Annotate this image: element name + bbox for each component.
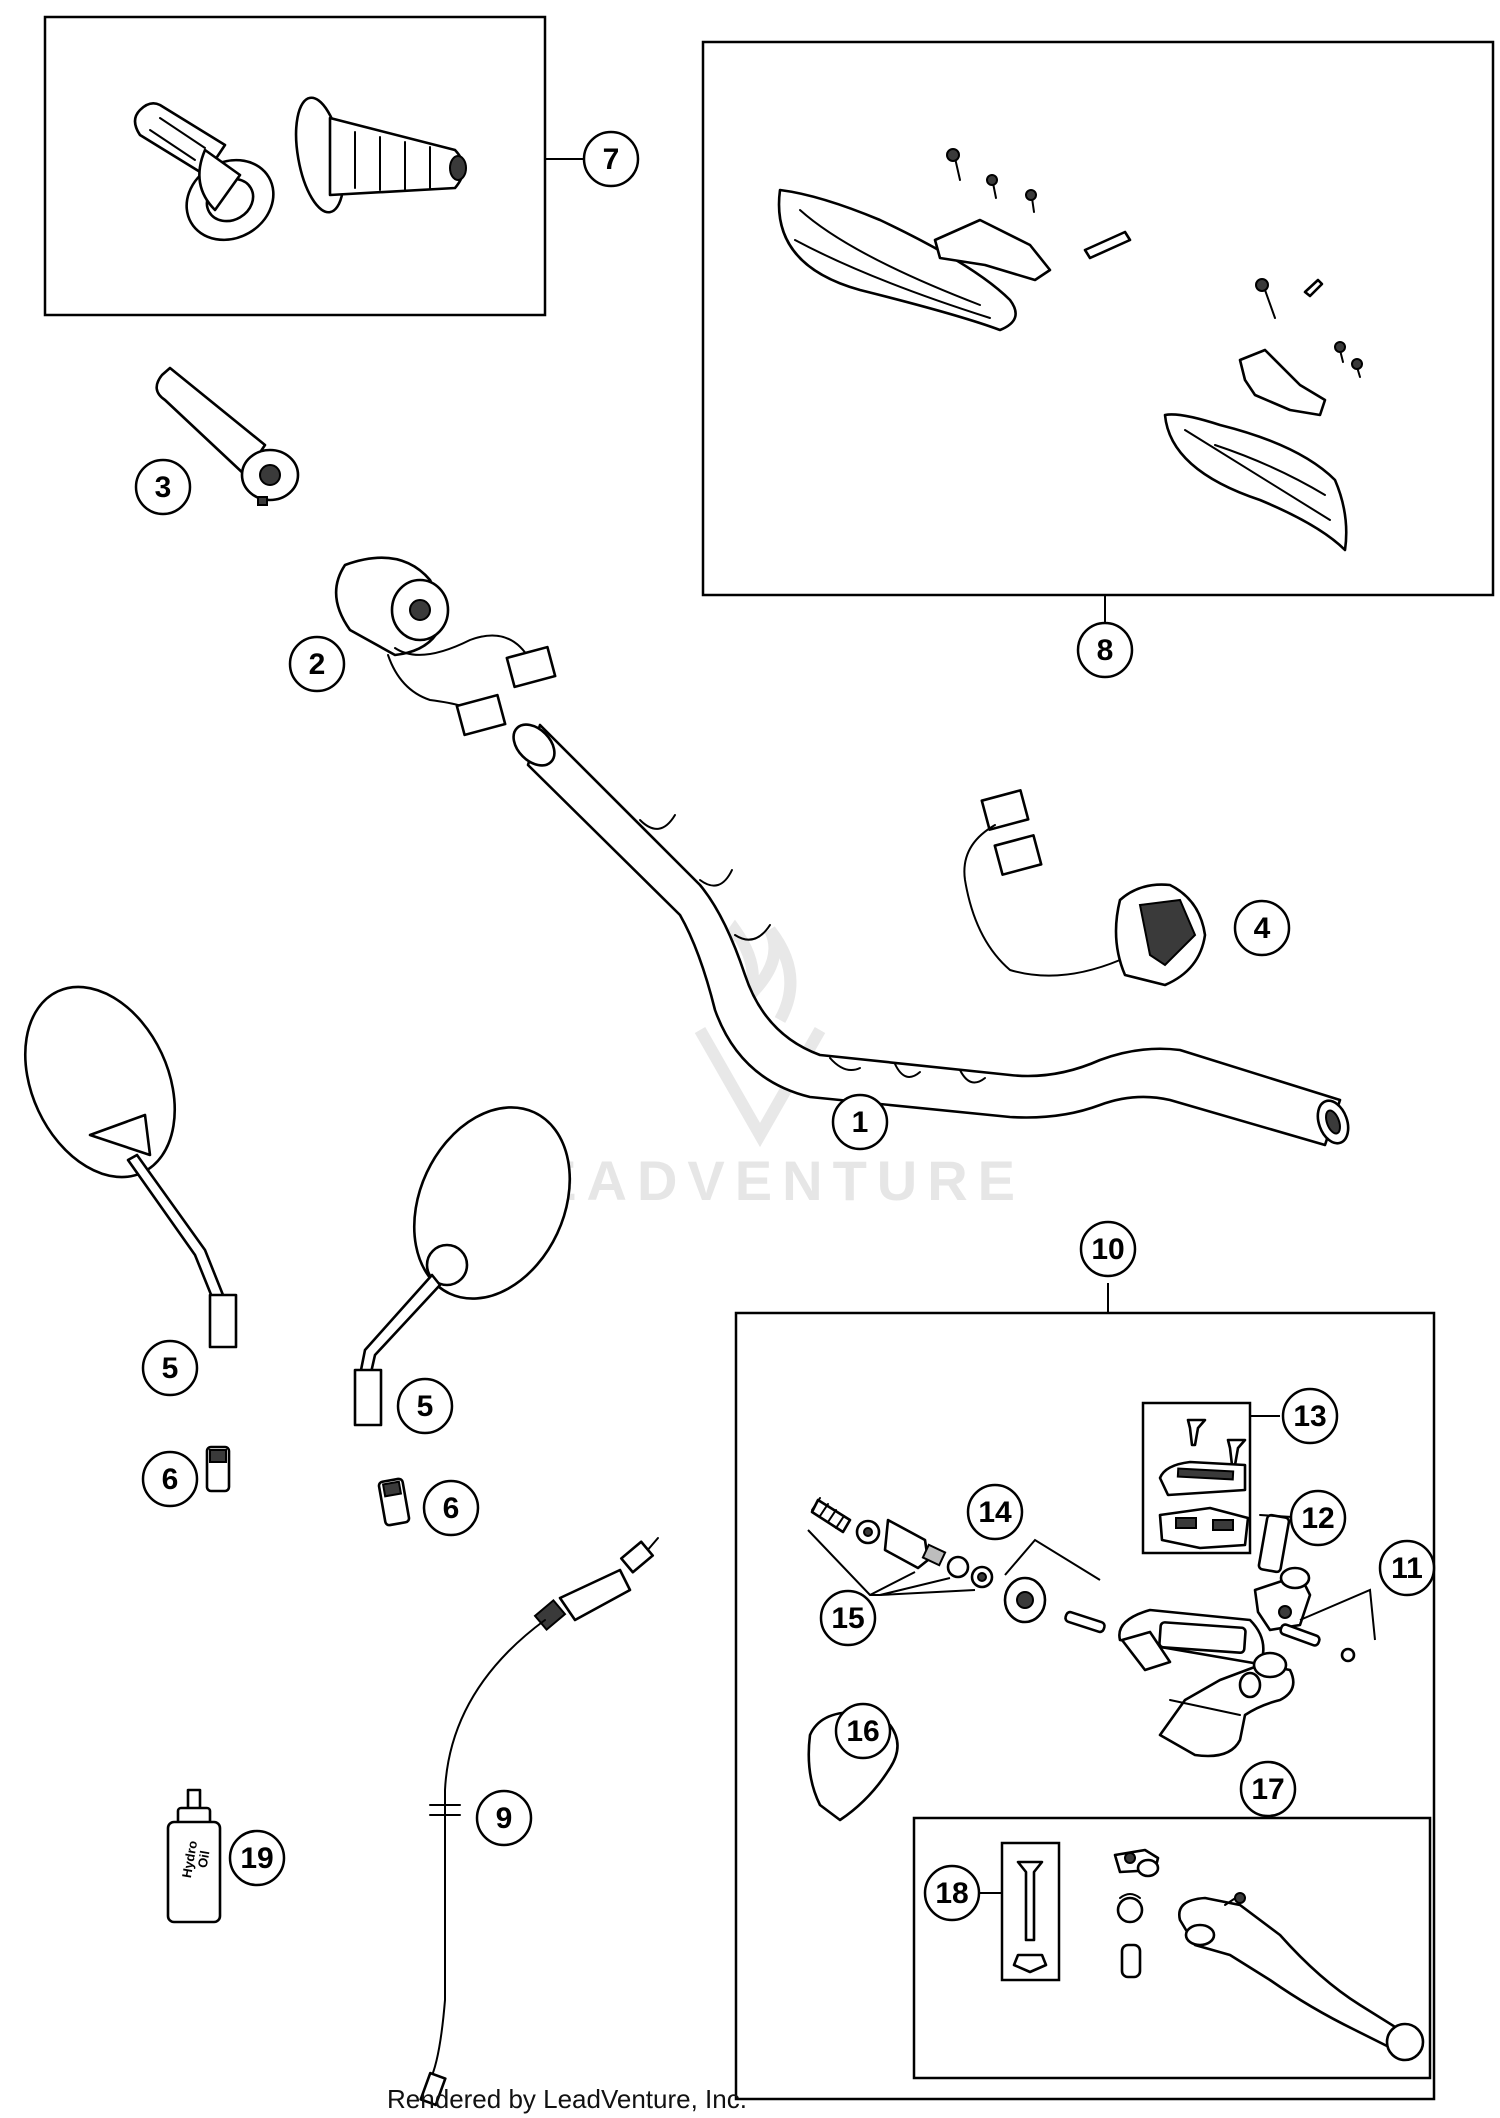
mirror-right-illustration <box>353 1106 572 1427</box>
callout-circle <box>396 1377 454 1435</box>
throttle-tube-illustration <box>155 366 300 506</box>
callout-number: 1 <box>852 1106 869 1139</box>
callout-4: 4 <box>1233 899 1291 957</box>
watermark-text: LEADVENTURE <box>495 1149 1025 1212</box>
handlebar-illustration <box>512 723 1350 1147</box>
callout-5a: 5 <box>141 1339 199 1397</box>
oil-bottle-label-line-2: Oil <box>195 1849 213 1869</box>
callout-9: 9 <box>475 1789 533 1847</box>
callout-circle <box>422 1479 480 1537</box>
callout-number: 2 <box>309 648 326 681</box>
callout-number: 17 <box>1251 1773 1284 1806</box>
callout-circle <box>134 458 192 516</box>
hand-guard-box <box>701 40 1495 597</box>
callout-number: 6 <box>443 1492 460 1525</box>
callout-number: 8 <box>1097 634 1114 667</box>
callout-number: 4 <box>1254 912 1271 945</box>
callout-circle <box>1233 899 1291 957</box>
oil-bottle-label-line-1: Hydro <box>179 1839 200 1879</box>
callout-7: 7 <box>582 130 640 188</box>
left-switch-illustration <box>334 556 557 737</box>
callout-number: 14 <box>978 1496 1012 1529</box>
callout-number: 10 <box>1091 1233 1124 1266</box>
callout-19: 19 <box>228 1829 286 1887</box>
hydraulic-oil-bottle-illustration: Hydro Oil <box>166 1788 222 1924</box>
mirror-adapter-left-illustration <box>205 1445 231 1493</box>
callout-14: 14 <box>966 1483 1024 1541</box>
callout-5b: 5 <box>396 1377 454 1435</box>
callout-circle <box>834 1702 892 1760</box>
callout-number: 5 <box>417 1390 434 1423</box>
throttle-cable-illustration <box>419 1537 659 2107</box>
callout-10: 10 <box>1079 1220 1137 1278</box>
callout-number: 11 <box>1391 1552 1423 1585</box>
mirror-left-illustration <box>23 985 238 1349</box>
callout-number: 9 <box>496 1802 513 1835</box>
callout-circle <box>831 1093 889 1151</box>
callout-18: 18 <box>923 1864 981 1922</box>
callout-number: 12 <box>1301 1502 1334 1535</box>
callout-6a: 6 <box>141 1450 199 1508</box>
mirror-adapter-right-illustration <box>377 1477 411 1527</box>
callout-16: 16 <box>834 1702 892 1760</box>
callout-3: 3 <box>134 458 192 516</box>
callout-circle <box>966 1483 1024 1541</box>
callout-circle <box>582 130 640 188</box>
callout-number: 3 <box>155 471 172 504</box>
callout-circle <box>1289 1489 1347 1547</box>
callout-circle <box>1378 1539 1436 1597</box>
callout-number: 18 <box>935 1877 968 1910</box>
grip-set-illustration <box>43 15 585 317</box>
callout-circle <box>141 1339 199 1397</box>
master-cylinder-box <box>734 1311 1436 2101</box>
callout-number: 15 <box>831 1602 864 1635</box>
callout-number: 19 <box>240 1842 273 1875</box>
callout-circle <box>228 1829 286 1887</box>
callout-number: 7 <box>603 143 620 176</box>
callout-1: 1 <box>831 1093 889 1151</box>
callout-circle <box>288 635 346 693</box>
callout-circle <box>1076 621 1134 679</box>
callout-circle <box>141 1450 199 1508</box>
callout-11: 11 <box>1378 1539 1436 1597</box>
callout-circle <box>475 1789 533 1847</box>
callout-12: 12 <box>1289 1489 1347 1547</box>
callout-15: 15 <box>819 1589 877 1647</box>
callout-number: 5 <box>162 1352 179 1385</box>
callout-circle <box>1239 1760 1297 1818</box>
footer-credit: Rendered by LeadVenture, Inc. <box>387 2084 747 2114</box>
callout-number: 13 <box>1293 1400 1326 1433</box>
callout-number: 6 <box>162 1463 179 1496</box>
hand-guard-illustration <box>701 40 1495 623</box>
callout-circle <box>1281 1387 1339 1445</box>
callout-2: 2 <box>288 635 346 693</box>
callout-number: 16 <box>846 1715 879 1748</box>
callout-circle <box>1079 1220 1137 1278</box>
callout-17: 17 <box>1239 1760 1297 1818</box>
callout-13: 13 <box>1281 1387 1339 1445</box>
master-cylinder-kit-illustration <box>734 1283 1436 2101</box>
grip-set-box <box>43 15 547 317</box>
callout-8: 8 <box>1076 621 1134 679</box>
callout-circle <box>819 1589 877 1647</box>
right-switch-illustration <box>963 789 1207 987</box>
callout-6b: 6 <box>422 1479 480 1537</box>
callout-circle <box>923 1864 981 1922</box>
